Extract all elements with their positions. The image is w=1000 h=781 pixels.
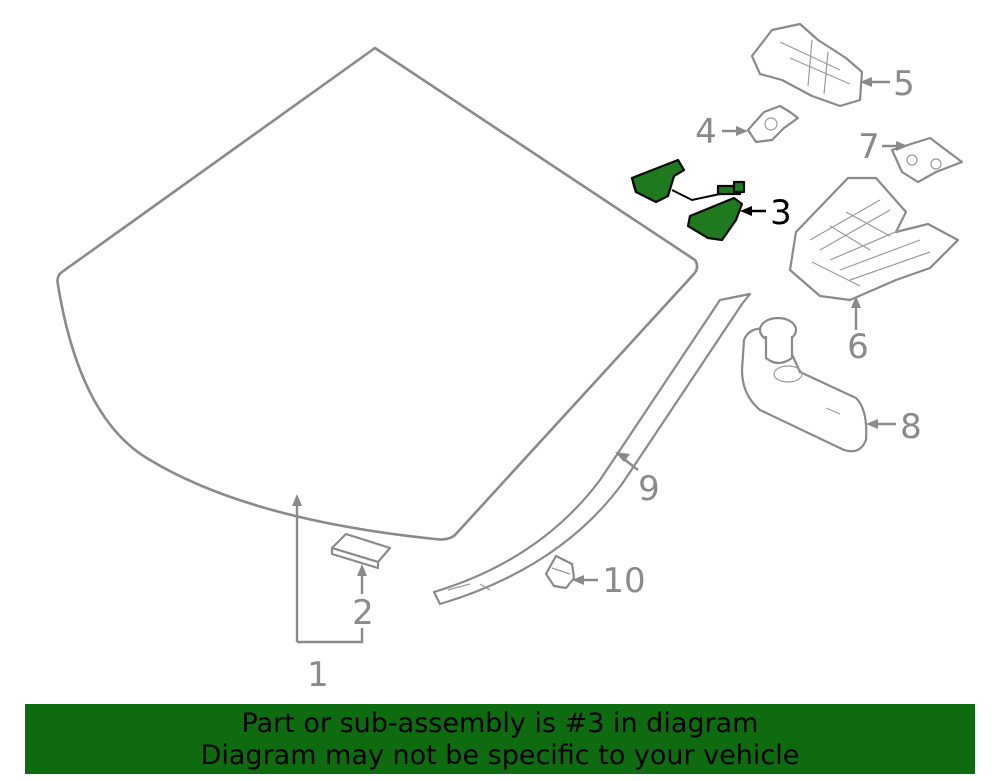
- windshield-part: [56, 46, 699, 541]
- clip-part: [746, 104, 800, 144]
- callout-5: 5: [893, 64, 915, 104]
- callout-10: 10: [602, 561, 645, 601]
- parts-diagram: 1 2 3 4 5 6 7 8 9 10: [56, 22, 964, 695]
- info-banner: Part or sub-assembly is #3 in diagram Di…: [25, 704, 975, 774]
- callout-9: 9: [638, 469, 660, 509]
- callout-7: 7: [858, 127, 880, 167]
- banner-line-1: Part or sub-assembly is #3 in diagram: [241, 708, 759, 739]
- callout-6: 6: [847, 327, 869, 367]
- callout-2: 2: [352, 593, 374, 633]
- sensor-bracket-part: [630, 158, 746, 242]
- callout-8: 8: [900, 407, 922, 447]
- callout-4: 4: [695, 112, 717, 152]
- fastener-part: [544, 554, 576, 590]
- trim-strip-part: [432, 292, 752, 606]
- callout-3: 3: [770, 193, 792, 233]
- small-bracket-part: [890, 136, 964, 184]
- banner-line-2: Diagram may not be specific to your vehi…: [200, 740, 800, 771]
- leader-lines: [292, 77, 908, 644]
- sensor-housing-part: [750, 22, 864, 108]
- pad-part: [330, 532, 392, 570]
- cover-part: [788, 176, 960, 302]
- mirror-mount-part: [740, 316, 868, 453]
- callout-1: 1: [307, 655, 329, 695]
